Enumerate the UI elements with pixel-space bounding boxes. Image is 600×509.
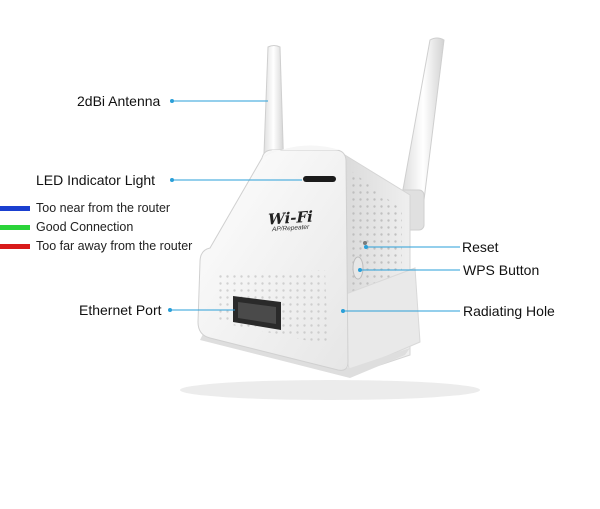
wps-label: WPS Button (463, 262, 540, 278)
ethernet-port-shape (233, 296, 281, 330)
wps-button-shape (352, 256, 364, 280)
reset-label: Reset (462, 239, 499, 255)
reset-hole-shape (363, 241, 367, 245)
radiating-label: Radiating Hole (463, 303, 555, 319)
legend-swatch-blue (0, 205, 30, 211)
legend-item: Good Connection (0, 220, 133, 234)
led-label: LED Indicator Light (36, 172, 156, 188)
legend-item: Too near from the router (0, 201, 170, 215)
floor-shadow (180, 380, 480, 400)
led-indicator (303, 176, 336, 182)
ethernet-label: Ethernet Port (79, 302, 162, 318)
legend-text: Too near from the router (36, 201, 171, 215)
legend-swatch-green (0, 224, 30, 230)
legend-text: Too far away from the router (36, 239, 193, 253)
legend-text: Good Connection (36, 220, 134, 234)
legend-item: Too far away from the router (0, 239, 192, 253)
antenna-label: 2dBi Antenna (77, 93, 161, 109)
device-logo: Wi-Fi AP/Repeater (268, 207, 313, 233)
legend-swatch-red (0, 243, 30, 249)
